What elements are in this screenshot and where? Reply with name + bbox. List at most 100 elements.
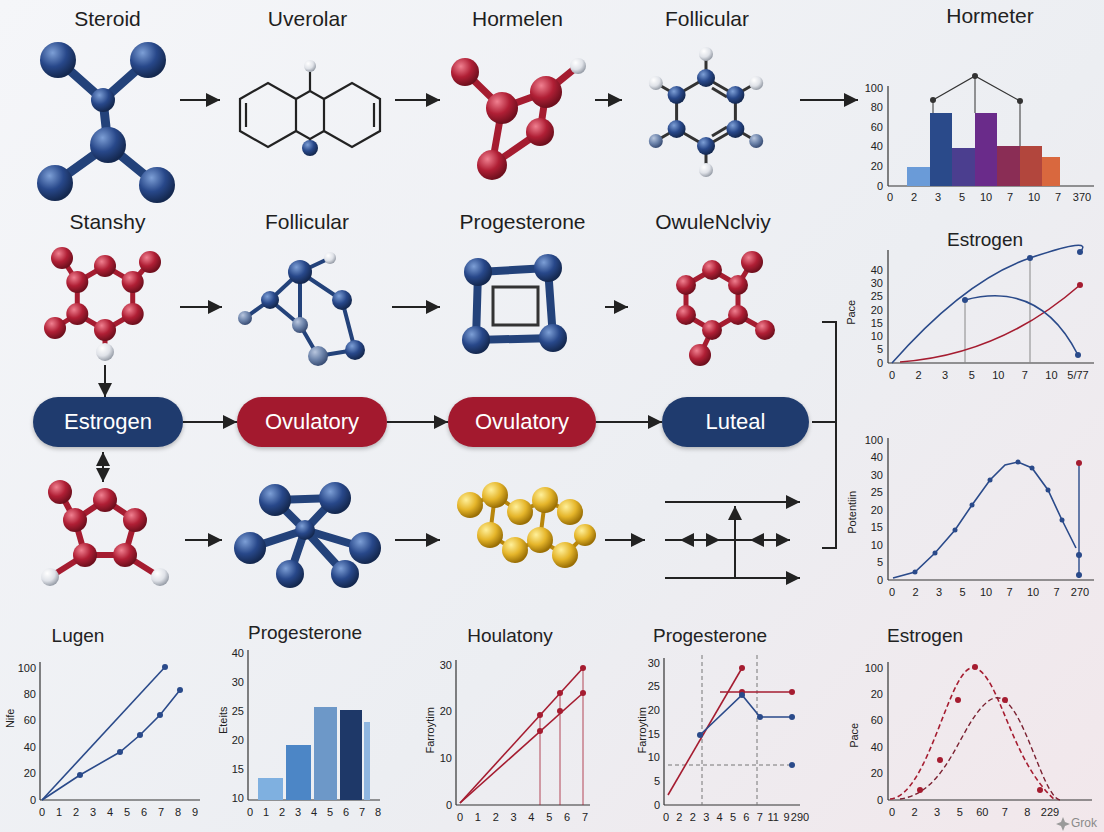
tick-label: 20 bbox=[24, 767, 36, 780]
line-chart bbox=[697, 732, 703, 738]
line-chart bbox=[39, 662, 40, 800]
line-chart bbox=[739, 692, 745, 698]
tick-label: 10 bbox=[648, 751, 660, 764]
molecule-uverolar bbox=[304, 60, 316, 72]
molecule-steroid bbox=[91, 88, 115, 112]
molecule-blue bbox=[276, 560, 304, 588]
line-chart bbox=[157, 712, 163, 718]
bar-chart bbox=[888, 73, 1094, 186]
tick-label: 1 bbox=[475, 811, 481, 824]
tick-label: 2 bbox=[911, 191, 917, 204]
molecule-owulenclviy bbox=[686, 262, 765, 355]
tick-label: 0 bbox=[457, 811, 463, 824]
line-chart bbox=[1076, 572, 1082, 578]
molecule-owulenclviy bbox=[755, 320, 775, 340]
molecule-progesterone bbox=[539, 324, 567, 352]
flow-arrow bbox=[180, 99, 220, 101]
flow-arrow bbox=[596, 421, 662, 423]
molecule-owulenclviy bbox=[676, 275, 696, 295]
arrow-symbol bbox=[734, 506, 736, 578]
tick-label: 5 bbox=[124, 806, 130, 819]
phase-label: Luteal bbox=[706, 409, 766, 435]
molecule-stanshy bbox=[139, 251, 161, 273]
tick-label: 7 bbox=[1022, 369, 1028, 382]
bar-chart bbox=[340, 710, 362, 800]
tick-label: 0 bbox=[39, 806, 45, 819]
line-chart bbox=[888, 362, 1094, 363]
molecule-follicular-2 bbox=[261, 291, 279, 309]
tick-label: 3 bbox=[936, 586, 942, 599]
line-chart bbox=[1046, 488, 1051, 493]
molecule-heading: Progesterone bbox=[459, 209, 585, 234]
molecule-hormelen bbox=[526, 118, 554, 146]
molecule-follicular bbox=[649, 134, 663, 148]
line-chart bbox=[1060, 518, 1065, 523]
tick-label: 5 bbox=[654, 775, 660, 788]
line-chart bbox=[900, 285, 1080, 362]
line-chart bbox=[789, 689, 795, 695]
tick-label: 20 bbox=[871, 688, 883, 701]
line-chart bbox=[757, 655, 758, 805]
bar-chart bbox=[933, 76, 1020, 146]
line-chart bbox=[664, 804, 800, 805]
molecule-follicular bbox=[697, 137, 715, 155]
bar-chart bbox=[1042, 157, 1060, 186]
molecule-stanshy bbox=[96, 343, 114, 361]
tick-label: 370 bbox=[1073, 191, 1091, 204]
molecule-yellow bbox=[557, 499, 583, 525]
tick-label: 270 bbox=[1071, 586, 1089, 599]
molecule-stanshy bbox=[66, 303, 88, 325]
tick-label: 4 bbox=[717, 811, 723, 824]
line-chart bbox=[887, 438, 888, 580]
line-chart bbox=[1030, 258, 1031, 363]
molecule-red bbox=[151, 568, 169, 586]
line-chart bbox=[42, 667, 165, 800]
line-chart bbox=[77, 772, 83, 778]
line-chart bbox=[117, 749, 123, 755]
molecule-yellow bbox=[527, 527, 553, 553]
tick-label: 20 bbox=[871, 767, 883, 780]
tick-label: 5/77 bbox=[1067, 369, 1088, 382]
tick-label: 10 bbox=[440, 752, 452, 765]
molecule-blue bbox=[295, 520, 315, 540]
tick-label: 80 bbox=[24, 688, 36, 701]
layout-arrow bbox=[103, 100, 858, 548]
molecule-uverolar bbox=[309, 72, 311, 91]
molecule-hormelen bbox=[451, 58, 479, 86]
tick-label: 10 bbox=[980, 586, 992, 599]
molecule-blue bbox=[331, 560, 359, 588]
tick-label: 1 bbox=[263, 806, 269, 819]
tick-label: 30 bbox=[871, 469, 883, 482]
arrow-symbol bbox=[680, 533, 694, 547]
molecule-yellow bbox=[482, 482, 508, 508]
molecule-stanshy bbox=[94, 255, 116, 277]
line-chart bbox=[893, 462, 1076, 578]
line-chart bbox=[162, 664, 168, 670]
molecule-follicular-2 bbox=[345, 340, 365, 360]
tick-label: 7 bbox=[1006, 586, 1012, 599]
molecule-red bbox=[123, 508, 147, 532]
molecule-follicular-2 bbox=[324, 252, 336, 264]
phase-pill: Ovulatory bbox=[237, 397, 387, 447]
axis-label: Farroytim bbox=[636, 707, 649, 753]
molecule-red bbox=[41, 568, 59, 586]
molecule-blue bbox=[234, 532, 266, 564]
line-chart bbox=[537, 712, 543, 718]
tick-label: 40 bbox=[871, 741, 883, 754]
line-chart bbox=[456, 804, 590, 805]
line-chart bbox=[663, 658, 664, 805]
chart-title: Houlatony bbox=[467, 625, 553, 647]
tick-label: 20 bbox=[871, 504, 883, 517]
tick-label: 5 bbox=[327, 806, 333, 819]
line-chart bbox=[887, 250, 888, 363]
bar-chart bbox=[286, 745, 311, 800]
layout-arrow bbox=[102, 452, 104, 482]
line-chart bbox=[455, 660, 456, 805]
line-chart bbox=[888, 250, 1094, 363]
molecule-owulenclviy bbox=[689, 344, 711, 366]
line-chart bbox=[1016, 460, 1021, 465]
molecule-uverolar bbox=[240, 60, 380, 156]
watermark: Grok bbox=[1071, 817, 1097, 831]
tick-label: 10 bbox=[992, 369, 1004, 382]
